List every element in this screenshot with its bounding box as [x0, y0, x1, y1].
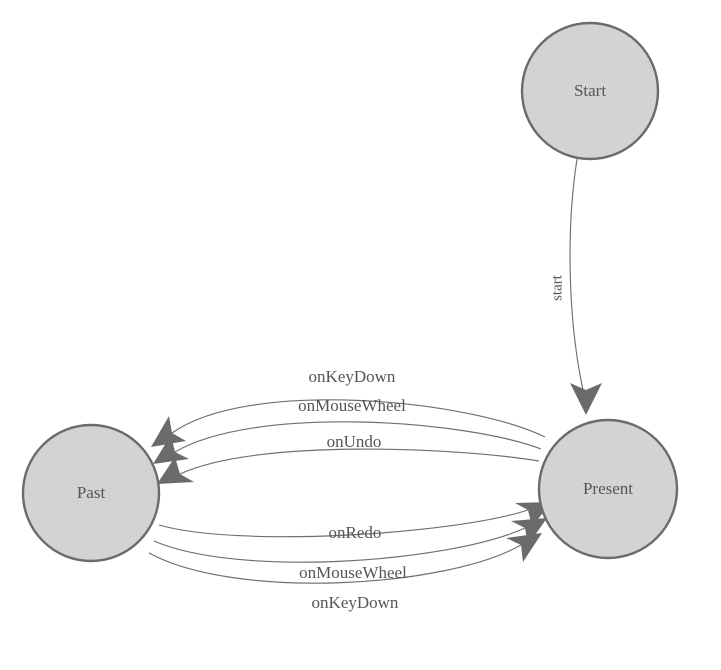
node-present-circle	[537, 418, 679, 560]
edge-onmousewheel-to-present-path	[153, 527, 526, 563]
node-past-circle	[21, 423, 161, 563]
edge-label-onmousewheel-to-past: onMouseWheel	[298, 396, 406, 415]
edge-label-onredo: onRedo	[329, 523, 382, 542]
edge-onkeydown-to-past-arrowhead	[151, 416, 186, 447]
edge-onundo-to-past-path	[179, 448, 540, 475]
edge-onredo-to-present-path	[158, 509, 529, 538]
edge-onmousewheel-to-past-path	[174, 421, 542, 453]
edge-onkeydown-to-present-arrowhead	[506, 533, 542, 562]
edge-label-start: start	[549, 274, 565, 301]
node-present-label: Present	[583, 479, 633, 498]
edge-start-arrowhead	[570, 383, 602, 415]
node-start-circle	[520, 21, 660, 161]
edge-label-onmousewheel-to-present: onMouseWheel	[299, 563, 407, 582]
edge-onmousewheel-to-present[interactable]	[153, 518, 547, 563]
edge-onkeydown-to-present-path	[148, 544, 522, 584]
edge-label-onkeydown-to-past: onKeyDown	[309, 367, 396, 386]
edge-start-path	[569, 158, 584, 391]
edge-onkeydown-to-present[interactable]	[148, 533, 542, 584]
node-start[interactable]: Start	[520, 21, 660, 161]
edge-onundo-to-past[interactable]	[157, 448, 540, 484]
edge-onmousewheel-to-past-arrowhead	[153, 435, 189, 464]
node-start-label: Start	[574, 81, 606, 100]
edge-onmousewheel-to-past[interactable]	[153, 421, 542, 464]
edge-start[interactable]	[569, 158, 602, 415]
edge-onkeydown-to-past[interactable]	[151, 399, 546, 447]
node-present[interactable]: Present	[537, 418, 679, 560]
edge-onundo-to-past-arrowhead	[157, 457, 194, 484]
edge-onmousewheel-to-present-arrowhead	[511, 518, 547, 545]
edge-label-onundo: onUndo	[327, 432, 382, 451]
node-past[interactable]: Past	[21, 423, 161, 563]
node-past-label: Past	[77, 483, 106, 502]
edge-onkeydown-to-past-path	[171, 399, 546, 438]
edge-label-onkeydown-to-present: onKeyDown	[312, 593, 399, 612]
